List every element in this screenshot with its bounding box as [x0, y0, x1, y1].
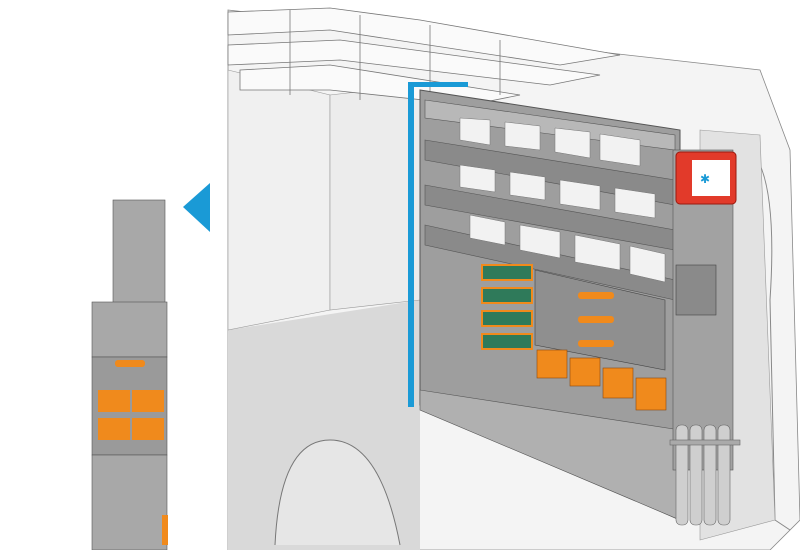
shelving-unit: ✱ [419, 89, 741, 526]
drawer-cabinet [534, 269, 666, 371]
selection-marker [408, 82, 468, 407]
svg-text:✱: ✱ [700, 172, 710, 186]
orange-bins [536, 349, 667, 411]
storage-cases [481, 264, 533, 350]
tube-holder [669, 424, 741, 526]
alternative-module [91, 199, 168, 550]
arrow-left-icon[interactable] [183, 183, 210, 232]
